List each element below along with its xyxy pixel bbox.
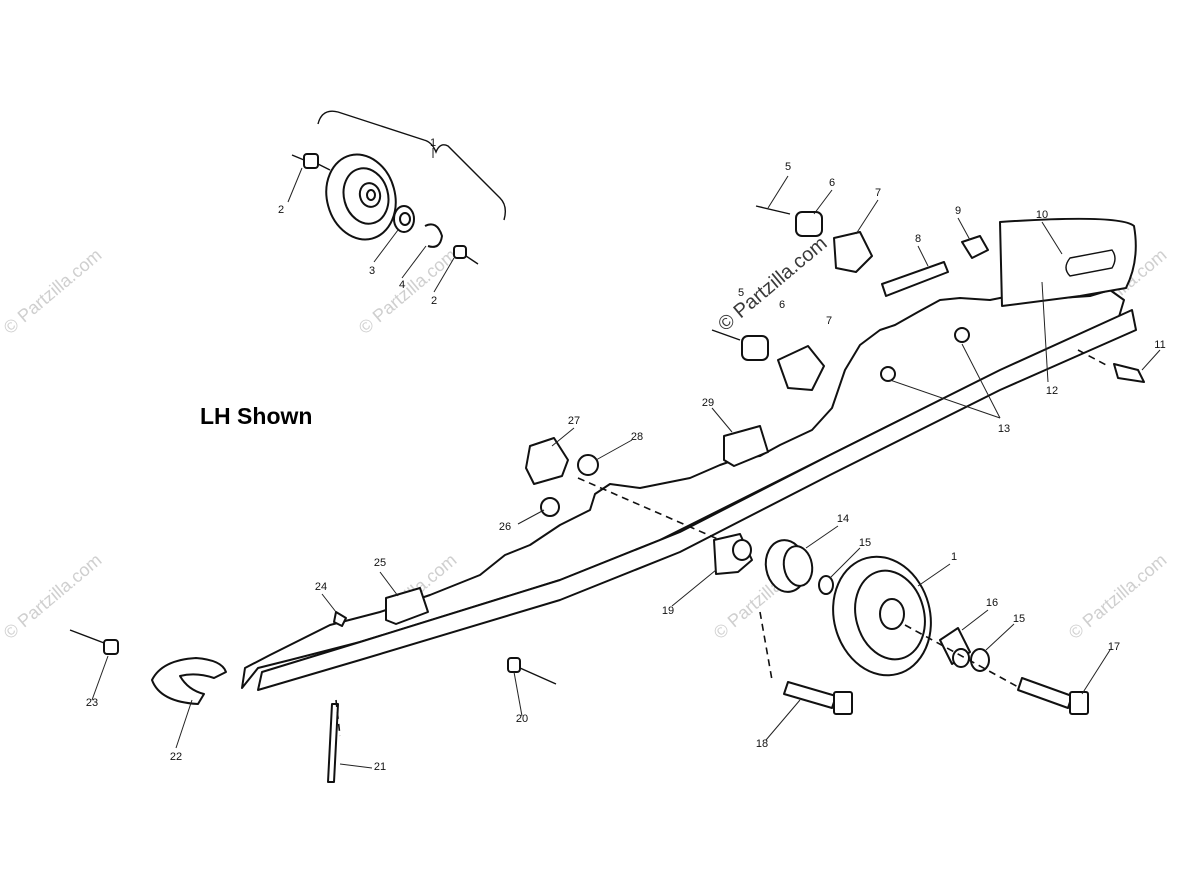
assembly-line (904, 624, 1021, 689)
callout-number: 19 (662, 605, 674, 617)
watermark-text: © Partzilla.com (1065, 550, 1171, 643)
callout-number: 6 (829, 177, 835, 189)
bolt-11 (1077, 349, 1145, 383)
bolt-20-shaft (519, 667, 557, 685)
plate-27 (525, 437, 569, 485)
spacer-14 (764, 539, 814, 593)
wear-bracket-29 (723, 425, 769, 467)
nut-26 (540, 497, 560, 517)
callout-number: 24 (315, 581, 327, 593)
callout-number: 11 (1154, 339, 1165, 351)
callout-number: 2 (278, 204, 284, 216)
callout-number: 5 (785, 161, 791, 173)
snap-ring (424, 223, 443, 248)
callout-number: 3 (369, 265, 375, 277)
bolt-top-right (453, 245, 479, 265)
clip-24 (333, 611, 347, 627)
rail-lower-flange (257, 309, 1137, 691)
group-bracket (317, 110, 507, 221)
callout-number: 22 (170, 751, 182, 763)
callout-number: 28 (631, 431, 643, 443)
callout-number: 27 (568, 415, 580, 427)
nut-13-lower (880, 366, 896, 382)
callout-number: 23 (86, 697, 98, 709)
callout-number: 26 (499, 521, 511, 533)
callout-number: 6 (779, 299, 785, 311)
watermark-text: © Partzilla.com (0, 245, 105, 338)
watermark-text: © Partzilla.com (355, 245, 461, 338)
suspension-rail (241, 289, 1125, 689)
callout-number: 14 (837, 513, 849, 525)
idler-wheel-lower (832, 555, 932, 677)
callout-number: 7 (875, 187, 881, 199)
bolt-23 (103, 639, 119, 655)
callout-number: 8 (915, 233, 921, 245)
callout-number: 12 (1046, 385, 1058, 397)
nut-13-upper (954, 327, 970, 343)
bolt-20 (507, 657, 521, 673)
callout-number: 16 (986, 597, 998, 609)
watermark-text: © Partzilla.com (0, 550, 105, 643)
callout-number: 29 (702, 397, 714, 409)
assembly-line (759, 611, 773, 681)
callout-number: 2 (431, 295, 437, 307)
callout-number: 15 (859, 537, 871, 549)
spacer-16 (939, 627, 971, 668)
callout-number: 1 (951, 551, 957, 563)
callout-number: 10 (1036, 209, 1048, 221)
wear-bracket-25 (385, 587, 429, 625)
assembly-line (335, 699, 341, 737)
callout-number: 4 (399, 279, 405, 291)
callout-number: 5 (738, 287, 744, 299)
rail-front-tip (151, 657, 227, 705)
callout-number: 13 (998, 423, 1010, 435)
assembly-line (577, 477, 721, 541)
bolt-21 (327, 703, 339, 783)
watermark-text: © Partzilla.com (714, 232, 831, 335)
callout-number: 20 (516, 713, 528, 725)
washer-15-right (970, 648, 990, 672)
bolt-18 (783, 681, 853, 715)
callout-number: 25 (374, 557, 386, 569)
bolt-17 (1017, 677, 1089, 715)
idler-wheel-top (325, 153, 397, 241)
rail-slot (1065, 249, 1116, 277)
callout-leaders (91, 148, 1161, 769)
bolt-top-left (291, 153, 331, 171)
callout-number: 21 (374, 761, 386, 773)
callout-number: 18 (756, 738, 768, 750)
upper-mount-parts (711, 205, 989, 391)
washer-15-left (818, 575, 834, 595)
nut-28 (577, 454, 599, 476)
callout-number: 7 (826, 315, 832, 327)
callout-number: 9 (955, 205, 961, 217)
bearing (393, 205, 415, 233)
callout-number: 17 (1108, 641, 1120, 653)
diagram-title: LH Shown (200, 403, 312, 429)
callout-number: 15 (1013, 613, 1025, 625)
shaft-mount-19 (713, 533, 753, 575)
callout-number: 1 (430, 137, 436, 149)
